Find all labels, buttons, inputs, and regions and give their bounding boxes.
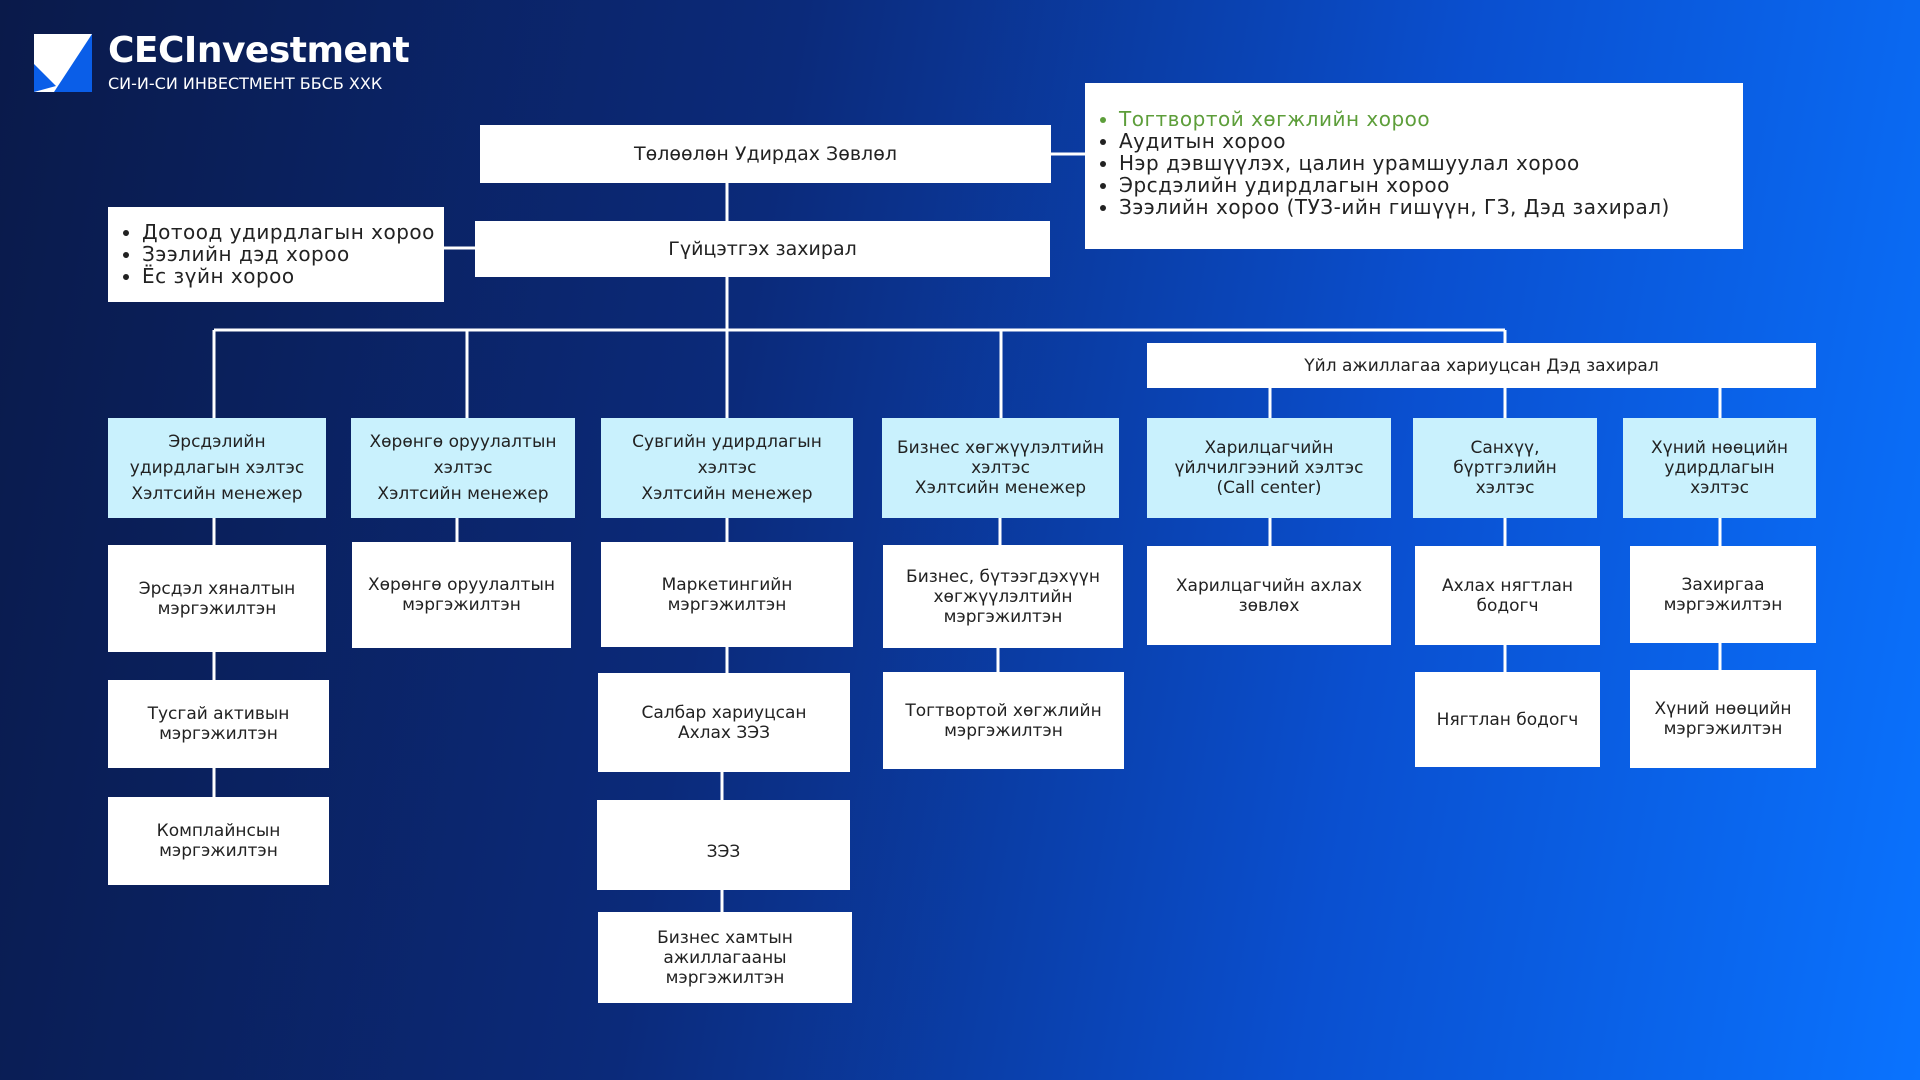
role-line: Ахлах нягтлан bbox=[1441, 575, 1573, 596]
dept-line: хэлтэс bbox=[433, 458, 493, 478]
role-line: Бизнес хамтын bbox=[657, 927, 793, 948]
role-line: Тогтвортой хөгжлийн bbox=[905, 700, 1102, 721]
role-line: Тусгай активын bbox=[147, 704, 290, 724]
role-compliance: Комплайнсын мэргэжилтэн bbox=[108, 797, 329, 885]
deputy-director-box: Үйл ажиллагаа хариуцсан Дэд захирал bbox=[1147, 343, 1816, 388]
role-line: Комплайнсын bbox=[156, 821, 281, 841]
committee-item: Аудитын хороо bbox=[1119, 130, 1743, 152]
role-hr-specialist: Хүний нөөцийн мэргэжилтэн bbox=[1630, 670, 1816, 768]
dept-line: Санхүү, bbox=[1470, 438, 1540, 458]
committee-item: Зээлийн хороо (ТУЗ-ийн гишүүн, ГЗ, Дэд з… bbox=[1119, 196, 1743, 218]
role-line: Захиргаа bbox=[1681, 574, 1765, 595]
role-risk-control: Эрсдэл хяналтын мэргэжилтэн bbox=[108, 545, 326, 652]
dept-line: Харилцагчийн bbox=[1204, 438, 1334, 458]
dept-channel: Сувгийн удирдлагын хэлтэс Хэлтсийн менеж… bbox=[601, 418, 853, 518]
role-line: Ахлах ЗЭЗ bbox=[677, 722, 771, 743]
role-special-assets: Тусгай активын мэргэжилтэн bbox=[108, 680, 329, 768]
committee-item: Зээлийн дэд хороо bbox=[142, 243, 444, 265]
dept-line: удирдлагын хэлтэс bbox=[129, 458, 305, 478]
role-line: мэргэжилтэн bbox=[159, 724, 278, 744]
role-line: мэргэжилтэн bbox=[1663, 719, 1783, 739]
committee-item: Эрсдэлийн удирдлагын хороо bbox=[1119, 174, 1743, 196]
dept-line: Сувгийн удирдлагын bbox=[632, 432, 822, 452]
role-line: мэргэжилтэн bbox=[944, 720, 1063, 741]
dept-line: Хүний нөөцийн bbox=[1650, 438, 1789, 458]
dept-line: (Call center) bbox=[1216, 478, 1322, 498]
role-line: мэргэжилтэн bbox=[402, 595, 521, 615]
dept-line: Хэлтсийн менежер bbox=[377, 484, 549, 504]
dept-line: Хэлтсийн менежер bbox=[641, 484, 813, 504]
dept-line: хэлтэс bbox=[1690, 478, 1749, 498]
committee-item: Дотоод удирдлагын хороо bbox=[142, 221, 444, 243]
brand-subtitle: СИ-И-СИ ИНВЕСТМЕНТ ББСБ ХХК bbox=[108, 74, 383, 93]
role-senior-advisor: Харилцагчийн ахлах зөвлөх bbox=[1147, 546, 1391, 645]
role-line: Харилцагчийн ахлах bbox=[1175, 575, 1363, 596]
role-business-partnership: Бизнес хамтын ажиллагааны мэргэжилтэн bbox=[598, 912, 852, 1003]
role-line: Хүний нөөцийн bbox=[1654, 699, 1792, 719]
role-investment: Хөрөнгө оруулалтын мэргэжилтэн bbox=[352, 542, 571, 648]
board-committees-list: Тогтвортой хөгжлийн хороо Аудитын хороо … bbox=[1085, 83, 1743, 249]
committee-item: Ёс зүйн хороо bbox=[142, 265, 444, 287]
dept-line: Хэлтсийн менежер bbox=[131, 484, 303, 504]
dept-line: Бизнес хөгжүүлэлтийн bbox=[896, 438, 1105, 458]
role-line: ЗЭЗ bbox=[706, 842, 741, 862]
role-line: хөгжүүлэлтийн bbox=[933, 586, 1073, 607]
role-line: Маркетингийн bbox=[661, 574, 793, 595]
dept-line: Хөрөнгө оруулалтын bbox=[369, 432, 557, 452]
role-line: мэргэжилтэн bbox=[665, 967, 785, 988]
ceo-label: Гүйцэтгэх захирал bbox=[668, 238, 857, 260]
role-product-dev: Бизнес, бүтээгдэхүүн хөгжүүлэлтийн мэргэ… bbox=[883, 545, 1123, 648]
role-line: зөвлөх bbox=[1238, 595, 1300, 616]
dept-line: Хэлтсийн менежер bbox=[914, 478, 1087, 498]
dept-line: хэлтэс bbox=[697, 458, 757, 478]
logo-mark-icon bbox=[34, 34, 92, 92]
dept-line: хэлтэс bbox=[1475, 478, 1535, 498]
role-marketing: Маркетингийн мэргэжилтэн bbox=[601, 542, 853, 647]
role-line: Нягтлан бодогч bbox=[1436, 709, 1579, 730]
role-line: ажиллагааны bbox=[663, 947, 787, 968]
dept-line: Эрсдэлийн bbox=[168, 432, 266, 452]
role-line: Салбар хариуцсан bbox=[641, 702, 807, 723]
role-branch-senior: Салбар хариуцсан Ахлах ЗЭЗ bbox=[598, 673, 850, 772]
brand-title: CECInvestment bbox=[108, 30, 410, 71]
dept-line: үйлчилгээний хэлтэс bbox=[1174, 458, 1364, 478]
board-box: Төлөөлөн Удирдах Зөвлөл bbox=[480, 125, 1051, 183]
ceo-committees-list: Дотоод удирдлагын хороо Зээлийн дэд хоро… bbox=[108, 207, 444, 302]
board-label: Төлөөлөн Удирдах Зөвлөл bbox=[634, 143, 897, 165]
role-line: Эрсдэл хяналтын bbox=[138, 578, 296, 599]
dept-hr: Хүний нөөцийн удирдлагын хэлтэс bbox=[1623, 418, 1816, 518]
role-line: мэргэжилтэн bbox=[1663, 594, 1783, 615]
role-line: Хөрөнгө оруулалтын bbox=[368, 575, 555, 595]
ceo-box: Гүйцэтгэх захирал bbox=[475, 221, 1050, 277]
role-line: мэргэжилтэн bbox=[943, 606, 1063, 627]
role-admin: Захиргаа мэргэжилтэн bbox=[1630, 546, 1816, 643]
role-line: Бизнес, бүтээгдэхүүн bbox=[906, 566, 1100, 587]
dept-line: бүртгэлийн bbox=[1453, 458, 1557, 478]
role-line: мэргэжилтэн bbox=[157, 598, 277, 619]
role-sustainability: Тогтвортой хөгжлийн мэргэжилтэн bbox=[883, 672, 1124, 769]
dept-line: хэлтэс bbox=[971, 458, 1030, 478]
dept-bizdev: Бизнес хөгжүүлэлтийн хэлтэс Хэлтсийн мен… bbox=[882, 418, 1119, 518]
role-senior-accountant: Ахлах нягтлан бодогч bbox=[1415, 546, 1600, 645]
role-line: бодогч bbox=[1476, 595, 1539, 616]
role-loan-officer: ЗЭЗ bbox=[597, 800, 850, 890]
role-line: мэргэжилтэн bbox=[159, 841, 278, 861]
deputy-label: Үйл ажиллагаа хариуцсан Дэд захирал bbox=[1304, 355, 1659, 376]
committee-item: Тогтвортой хөгжлийн хороо bbox=[1119, 108, 1743, 130]
role-line: мэргэжилтэн bbox=[667, 594, 787, 615]
dept-finance: Санхүү, бүртгэлийн хэлтэс bbox=[1413, 418, 1597, 518]
role-accountant: Нягтлан бодогч bbox=[1415, 672, 1600, 767]
dept-investment: Хөрөнгө оруулалтын хэлтэс Хэлтсийн менеж… bbox=[351, 418, 575, 518]
dept-call-center: Харилцагчийн үйлчилгээний хэлтэс (Call c… bbox=[1147, 418, 1391, 518]
dept-line: удирдлагын bbox=[1664, 458, 1775, 478]
dept-risk: Эрсдэлийн удирдлагын хэлтэс Хэлтсийн мен… bbox=[108, 418, 326, 518]
committee-item: Нэр дэвшүүлэх, цалин урамшуулал хороо bbox=[1119, 152, 1743, 174]
